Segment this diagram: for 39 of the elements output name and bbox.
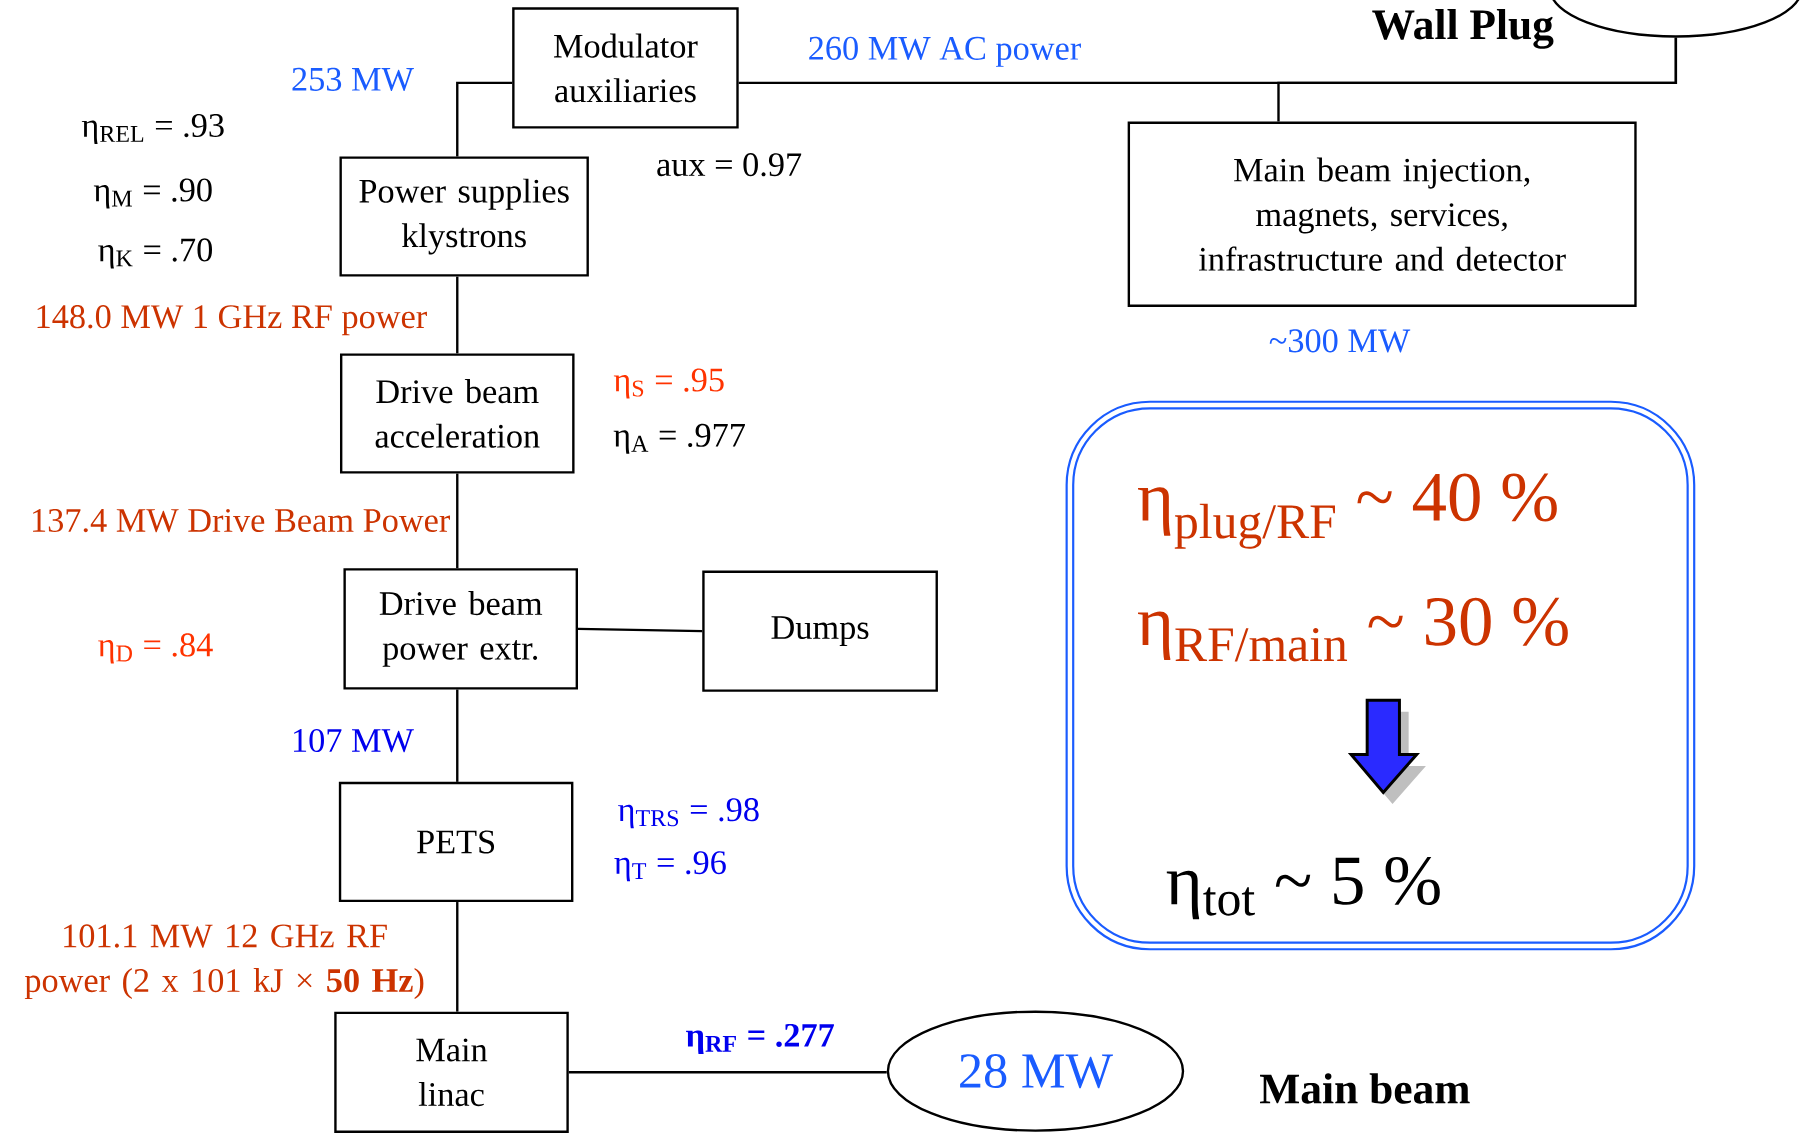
process-box: Drive beam power extr.	[343, 568, 578, 690]
oval: 28 MW	[886, 1010, 1185, 1132]
power-label: ~300 MW	[1269, 329, 1411, 353]
heading: Wall Plug	[1372, 8, 1554, 49]
connector-line	[1277, 37, 1678, 122]
connector-line	[456, 81, 513, 157]
edge-label: η$_{RF}$ = .277	[686, 1023, 834, 1054]
connector-line	[568, 1071, 887, 1074]
efficiency-label: η$_{K}$ = .70	[98, 238, 212, 269]
efficiency-text: η$_{RF/main}$ ~ 30 %	[1138, 597, 1568, 662]
edge-label: 253 MW	[292, 67, 414, 92]
efficiency-label: η$_{TRS}$ = .98	[618, 798, 759, 829]
efficiency-label: η$_{D}$ = .84	[98, 633, 213, 664]
efficiency-label: η$_{S}$ = .95	[613, 368, 724, 399]
edge-label: 148.0 MW 1 GHz RF power	[37, 305, 427, 336]
efficiency-text: η$_{plug/RF}$ ~ 40 %	[1138, 473, 1557, 549]
efficiency-text: η$_{tot}$ ~ 5 %	[1166, 856, 1440, 920]
connector-line	[456, 473, 459, 569]
efficiency-label: η$_{A}$ = .977	[613, 423, 745, 454]
process-box: Modulator auxiliaries	[512, 7, 739, 129]
heading: Main beam	[1260, 1073, 1470, 1104]
process-box: Dumps	[702, 570, 938, 692]
process-box: Main linac	[334, 1011, 569, 1133]
process-box: Main beam injection, magnets, services, infrastructure and detector	[1127, 121, 1637, 307]
connector-line	[456, 902, 459, 1012]
process-box: Power supplies klystrons	[339, 156, 589, 277]
connector-line	[456, 276, 459, 354]
process-box: Drive beam acceleration	[340, 353, 575, 474]
efficiency-label: aux = 0.97	[657, 153, 802, 177]
connector-line	[456, 689, 459, 782]
edge-label: 107 MW	[294, 728, 414, 753]
edge-label: 137.4 MW Drive Beam Power	[33, 508, 450, 533]
efficiency-label: η$_{T}$ = .96	[614, 851, 726, 882]
process-box: PETS	[338, 781, 574, 902]
efficiency-label: η$_{REL}$ = .93	[81, 113, 224, 144]
connector-line	[577, 627, 703, 633]
efficiency-label: η$_{M}$ = .90	[93, 178, 212, 209]
edge-label: 101.1 MW 12 GHz RF power (2 x 101 kJ × 50 Hz)	[24, 924, 424, 1000]
edge-label: 260 MW AC power	[809, 36, 1081, 67]
